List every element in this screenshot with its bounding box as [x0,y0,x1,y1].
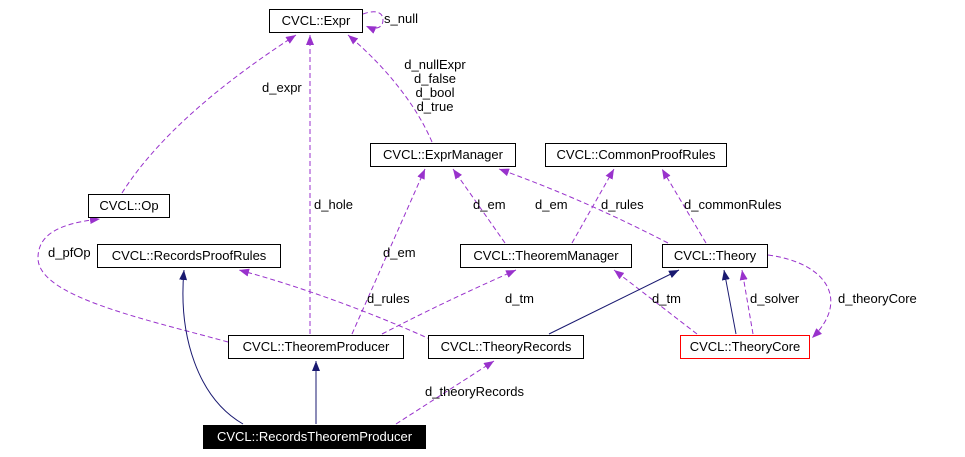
edge-label-d-bool: d_bool [415,85,455,100]
edge-d-theorycore [767,254,832,339]
edge-label-s-null: s_null [384,11,418,26]
edge-d-rules-theoremmanager [571,168,615,244]
edge-d-commonrules [661,168,707,244]
node-cvcl-expr[interactable]: CVCL::Expr [269,9,363,33]
edge-inherit-theorycore-theory [721,269,737,335]
edge-d-theoryrecords [395,360,495,425]
edge-label-d-true: d_true [416,99,454,114]
edge-label-d-em-2: d_em [535,197,568,212]
node-cvcl-theory[interactable]: CVCL::Theory [662,244,768,268]
edge-d-em-theory [498,168,669,244]
edge-label-d-false: d_false [414,71,456,86]
edge-label-d-tm-1: d_tm [505,291,534,306]
edge-d-expr [121,34,297,194]
edge-label-d-hole: d_hole [314,197,354,212]
edge-label-d-theorycore: d_theoryCore [838,291,917,306]
node-cvcl-theorycore[interactable]: CVCL::TheoryCore [680,335,810,359]
edge-label-d-em-3: d_em [383,245,416,260]
edge-label-d-rules-1: d_rules [601,197,644,212]
edge-d-em-theoremproducer [351,168,426,335]
edge-label-d-expr: d_expr [262,80,302,95]
node-cvcl-op[interactable]: CVCL::Op [88,194,170,218]
edge-inherit-recordsproofrules [179,269,244,425]
node-cvcl-exprmanager[interactable]: CVCL::ExprManager [370,143,516,167]
edge-label-d-solver: d_solver [750,291,800,306]
edge-label-d-theoryrecords: d_theoryRecords [425,384,524,399]
edge-label-d-rules-2: d_rules [367,291,410,306]
edge-label-d-nullexpr: d_nullExpr [404,57,466,72]
edge-label-d-commonrules: d_commonRules [684,197,782,212]
node-cvcl-theoremproducer[interactable]: CVCL::TheoremProducer [228,335,404,359]
node-cvcl-theoremmanager[interactable]: CVCL::TheoremManager [460,244,632,268]
edge-label-d-pfop: d_pfOp [48,245,91,260]
edge-label-d-em-1: d_em [473,197,506,212]
edge-d-nullexpr-group [347,34,433,143]
edge-d-solver [739,269,754,335]
node-cvcl-recordstheoremproducer: CVCL::RecordsTheoremProducer [203,425,426,449]
edge-s-null-loop [362,11,384,34]
edge-d-rules-theoryrecords [238,268,433,341]
node-cvcl-commonproofrules[interactable]: CVCL::CommonProofRules [545,143,727,167]
edge-d-tm-theorycore [613,269,698,335]
edge-inherit-theoryrecords-theory [548,269,680,335]
edge-d-pfop [37,216,229,343]
edge-label-exprmanager-expr: d_nullExpr d_false d_bool d_true [398,58,472,114]
edge-d-tm-theoremproducer [381,269,517,335]
edge-d-em-theoremmanager [452,168,506,244]
node-cvcl-recordsproofrules[interactable]: CVCL::RecordsProofRules [97,244,281,268]
node-cvcl-theoryrecords[interactable]: CVCL::TheoryRecords [428,335,584,359]
edge-label-d-tm-2: d_tm [652,291,681,306]
